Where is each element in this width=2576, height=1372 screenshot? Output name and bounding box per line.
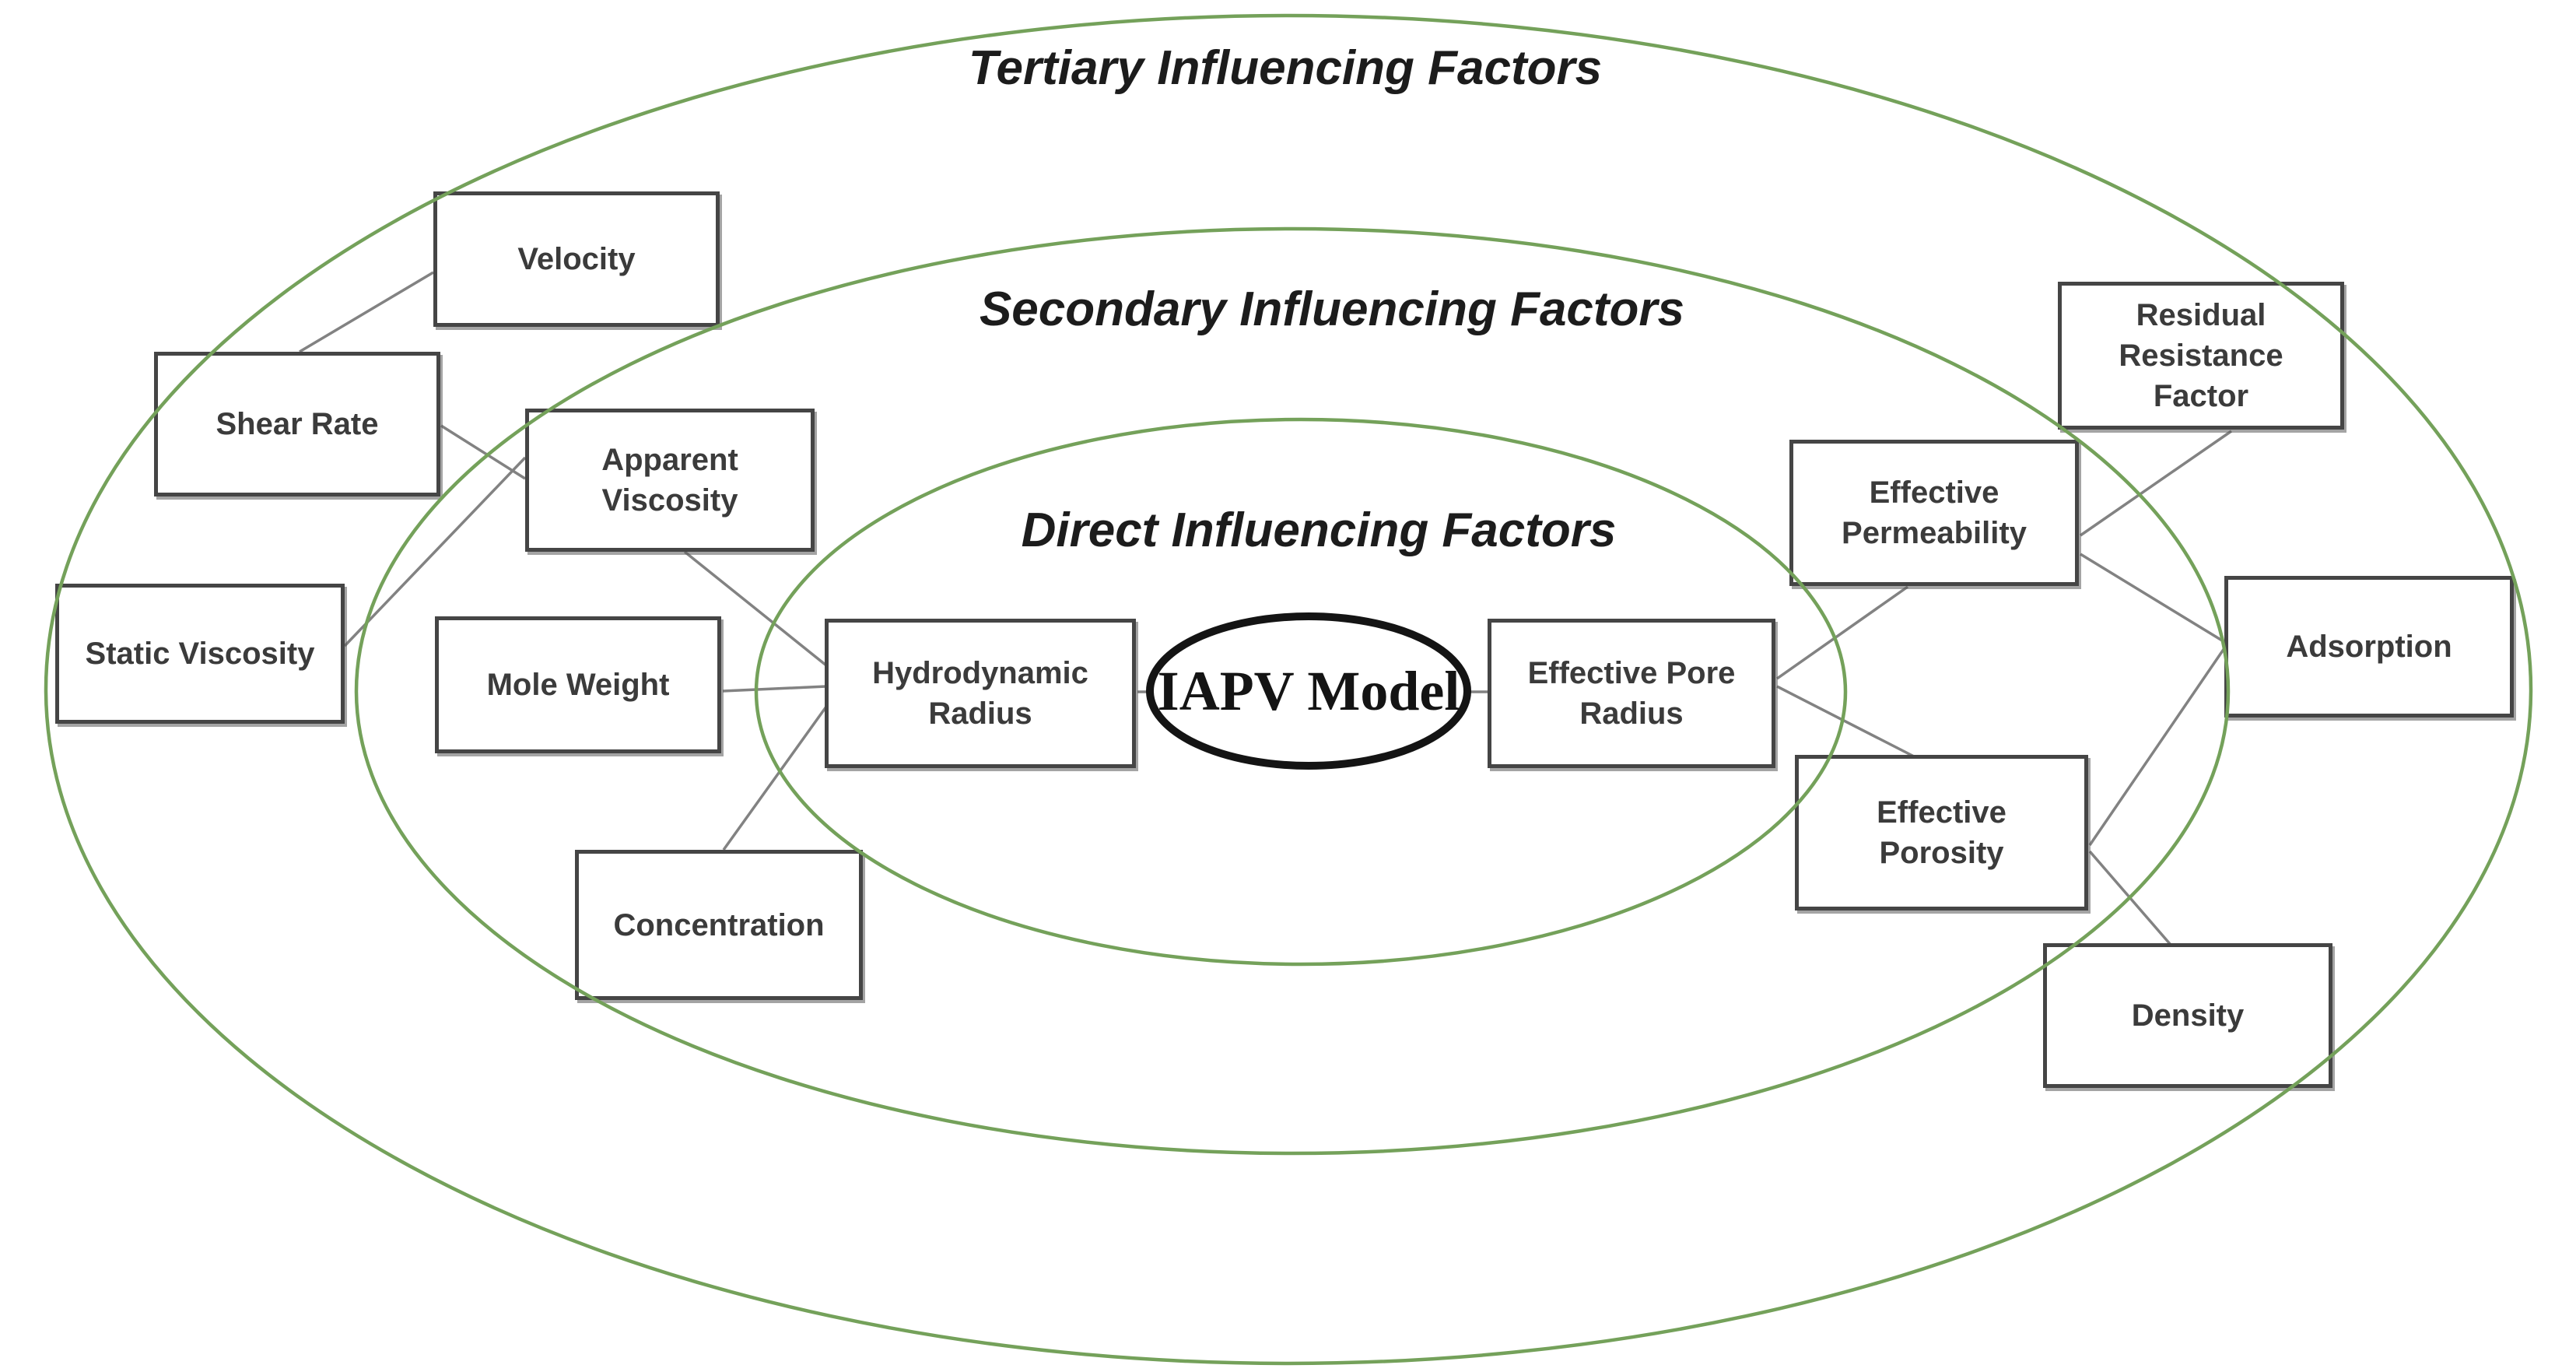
edge-shear-rate-apparent-viscosity (440, 424, 526, 480)
edge-velocity-shear-rate (299, 271, 434, 353)
iapv-model-label: IAPV Model (1157, 659, 1460, 722)
node-residual-resistance-factor: Residual Resistance Factor (2058, 282, 2344, 430)
node-hydrodynamic-radius: Hydrodynamic Radius (825, 619, 1136, 768)
edge-adsorption-effective-porosity (2088, 645, 2227, 846)
edge-effective-permeability-adsorption (2080, 553, 2227, 644)
node-effective-porosity: Effective Porosity (1795, 755, 2088, 911)
node-shear-rate: Shear Rate (154, 352, 440, 497)
node-density: Density (2043, 943, 2332, 1088)
node-apparent-viscosity: Apparent Viscosity (525, 409, 815, 552)
node-effective-permeability: Effective Permeability (1789, 440, 2079, 586)
node-mole-weight: Mole Weight (435, 616, 721, 753)
node-concentration: Concentration (575, 850, 863, 1000)
edge-effective-permeability-rrf (2080, 430, 2232, 537)
node-adsorption: Adsorption (2224, 576, 2514, 718)
edge-epr-effective-porosity (1776, 685, 1915, 758)
edge-concentration-hydrodynamic-radius (722, 705, 828, 851)
edge-epr-effective-permeability (1775, 585, 1909, 680)
edge-mole-weight-hydrodynamic-radius (722, 685, 827, 693)
secondary-ring-title: Secondary Influencing Factors (979, 282, 1685, 336)
node-effective-pore-radius: Effective Pore Radius (1488, 619, 1775, 768)
direct-ring-title: Direct Influencing Factors (1021, 504, 1617, 557)
edge-effective-porosity-density (2088, 850, 2172, 946)
tertiary-ring-title: Tertiary Influencing Factors (968, 41, 1603, 95)
node-velocity: Velocity (433, 191, 720, 327)
node-static-viscosity: Static Viscosity (55, 584, 345, 724)
